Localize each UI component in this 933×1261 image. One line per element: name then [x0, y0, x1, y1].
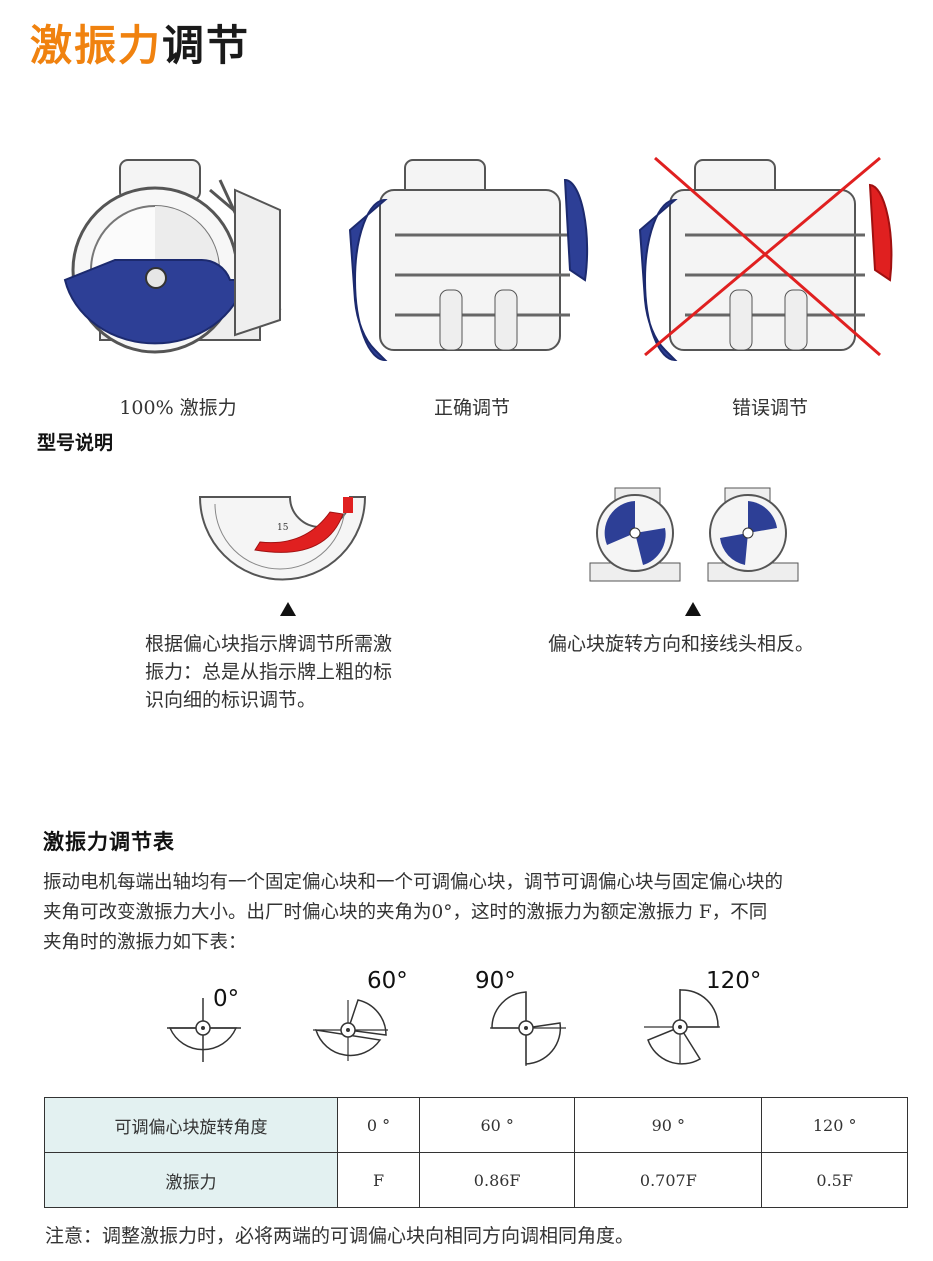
motor-wrong-adjust-image: [638, 156, 893, 362]
angle-diagram-0: [167, 998, 241, 1062]
row-label-force: 激振力: [44, 1152, 338, 1208]
table-cell: 0 °: [336, 1097, 421, 1153]
table-cell: 0.707F: [574, 1152, 763, 1208]
table-section-paragraph: 振动电机每端出轴均有一个固定偏心块和一个可调偏心块，调节可调偏心块与固定偏心块的…: [43, 868, 923, 958]
angle-diagram-90: [490, 991, 566, 1066]
angle-diagram-120: [644, 989, 720, 1065]
angle-label-90: 90°: [475, 968, 516, 994]
table-section-heading: 激振力调节表: [43, 830, 175, 854]
page-title-rest: 调节: [162, 21, 251, 70]
plate-note-line-3: 识向细的标识调节。: [145, 689, 317, 711]
force-adjust-table: 可调偏心块旋转角度 0 ° 60 ° 90 ° 120 ° 激振力 F 0.86…: [44, 1097, 908, 1208]
plate-note: 根据偏心块指示牌调节所需激 振力：总是从指示牌上粗的标 识向细的标识调节。: [145, 630, 445, 714]
paragraph-line-1: 振动电机每端出轴均有一个固定偏心块和一个可调偏心块，调节可调偏心块与固定偏心块的: [43, 872, 784, 893]
plate-marker: 15: [277, 523, 289, 533]
rotation-note: 偏心块旋转方向和接线头相反。: [548, 633, 815, 655]
model-section-heading: 型号说明: [37, 432, 114, 454]
indicator-plate-image: 15: [198, 496, 367, 581]
motor-caption-3: 错误调节: [731, 397, 808, 419]
motor-correct-adjust-image: [348, 159, 589, 362]
angle-label-60: 60°: [367, 968, 408, 994]
table-cell: 0.5F: [761, 1152, 908, 1208]
row-label-angle: 可调偏心块旋转角度: [44, 1097, 338, 1153]
plate-note-line-2: 振力：总是从指示牌上粗的标: [145, 661, 393, 683]
rotation-direction-image: [589, 487, 799, 582]
table-cell: 60 °: [419, 1097, 576, 1153]
angle-label-120: 120°: [706, 968, 762, 994]
motor-caption-2: 正确调节: [433, 397, 510, 419]
motor-caption-1: 100% 激振力: [119, 397, 237, 419]
angle-label-0: 0°: [213, 986, 240, 1012]
plate-note-line-1: 根据偏心块指示牌调节所需激: [145, 633, 393, 655]
page-title-accent: 激振力: [30, 21, 163, 70]
pointer-triangle-right: [685, 602, 701, 616]
table-cell: 120 °: [761, 1097, 908, 1153]
angle-diagram-60: [313, 999, 388, 1061]
motor-full-force-image: [63, 159, 282, 354]
table-row: 可调偏心块旋转角度 0 ° 60 ° 90 ° 120 °: [44, 1097, 908, 1153]
paragraph-line-3: 夹角时的激振力如下表：: [43, 932, 247, 953]
page-title: 激振力调节: [30, 18, 250, 74]
table-cell: 0.86F: [419, 1152, 576, 1208]
table-cell: 90 °: [574, 1097, 763, 1153]
table-cell: F: [336, 1152, 421, 1208]
pointer-triangle-left: [280, 602, 296, 616]
footnote: 注意：调整激振力时，必将两端的可调偏心块向相同方向调相同角度。: [45, 1225, 635, 1247]
paragraph-line-2: 夹角可改变激振力大小。出厂时偏心块的夹角为0°，这时的激振力为额定激振力 F，不…: [43, 902, 768, 923]
table-row: 激振力 F 0.86F 0.707F 0.5F: [44, 1152, 908, 1208]
